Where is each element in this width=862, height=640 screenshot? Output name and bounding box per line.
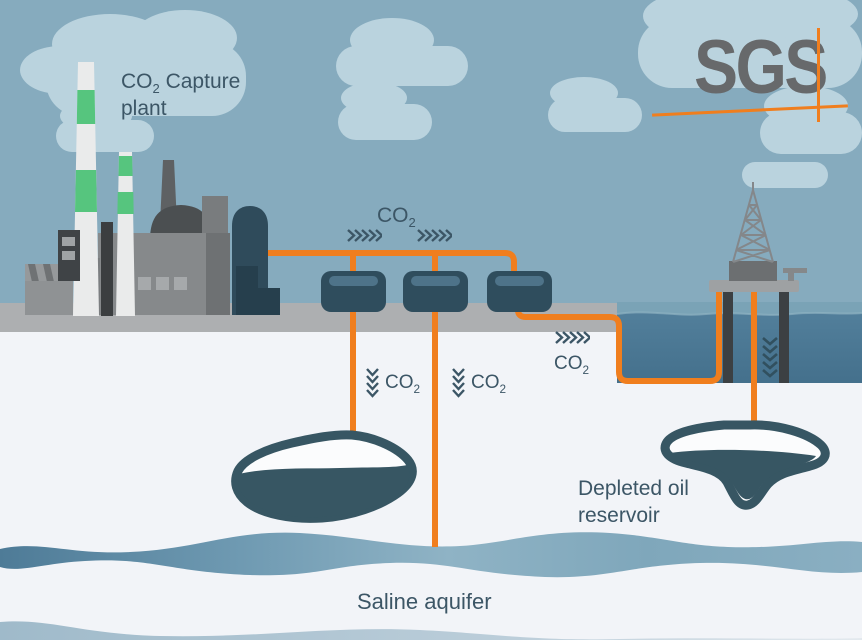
pipeline-trunk	[253, 250, 517, 272]
smokestack-stripe	[75, 170, 97, 212]
rig-derrick	[732, 182, 774, 263]
co2-flow-right-icon	[346, 229, 384, 247]
plant-main-building-side	[206, 233, 230, 315]
offshore-rig	[709, 182, 807, 383]
cooling-tower	[150, 205, 212, 240]
pipeline-to-offshore	[515, 290, 722, 384]
co2-storage-tanks	[321, 271, 552, 312]
window-tower-window	[62, 251, 75, 260]
depleted-line1: Depleted oil	[578, 477, 689, 500]
co2-flow-down-sea-icon	[762, 337, 778, 378]
capture-plant	[25, 62, 280, 316]
storage-tank	[487, 271, 552, 312]
label-co2-injection-mid: CO2	[452, 367, 506, 406]
warehouse-roof-stripe	[28, 264, 39, 282]
cloud-icon	[20, 10, 246, 116]
label-co2-capture-plant: CO2 Capture plant	[121, 68, 240, 122]
smokestack-short	[116, 152, 135, 316]
warehouse	[25, 281, 73, 315]
depleted-oil-reservoir-shape	[660, 420, 830, 510]
co2-label: CO2	[554, 353, 590, 377]
smokestack-stripe	[118, 156, 133, 176]
plant-thin-chimney	[101, 222, 113, 316]
rig-crane-post	[788, 273, 794, 281]
plant-window	[174, 277, 187, 290]
label-depleted-oil-reservoir: Depleted oil reservoir	[578, 475, 689, 529]
window-tower-window	[62, 237, 75, 246]
co2-flow-right-icon	[416, 229, 454, 247]
rig-leg	[779, 291, 789, 383]
rig-cabin	[729, 261, 777, 281]
warehouse-roof-stripe	[43, 264, 54, 282]
co2-label: CO2	[471, 372, 507, 396]
cloud-icon	[338, 82, 432, 140]
cloud-icon	[638, 0, 862, 88]
label-co2-injection-left: CO2	[366, 367, 420, 406]
smokestack-stripe	[117, 192, 134, 214]
co2-flow-down-icon	[452, 367, 465, 406]
co2-label: CO2	[385, 372, 421, 396]
label-co2-pipeline: CO2	[377, 204, 416, 231]
cloud-icon	[336, 18, 468, 86]
co2-flow-right-icon	[554, 331, 592, 349]
sgs-logo-vertical-line	[817, 28, 820, 122]
plant-window	[156, 277, 169, 290]
smokestack-stripe	[76, 90, 96, 124]
rig-deck	[709, 280, 799, 292]
cloud-icon	[742, 162, 828, 188]
plant-dark-base	[236, 266, 280, 315]
capture-line1: CO2 Capture	[121, 70, 241, 97]
cloud-icon	[760, 86, 862, 154]
sgs-logo-text: SGS	[694, 25, 828, 110]
co2-flow-down-icon	[366, 367, 379, 406]
depleted-line2: reservoir	[578, 504, 660, 527]
label-co2-to-sea: CO2	[554, 331, 592, 377]
plant-main-building	[98, 233, 206, 315]
cloud-icon	[548, 77, 642, 132]
saline-aquifer-band	[0, 532, 862, 578]
rig-crane-arm	[783, 268, 807, 273]
capture-line2: plant	[121, 97, 167, 120]
storage-tank	[321, 271, 386, 312]
sea	[616, 302, 862, 383]
bottom-layer-band	[0, 621, 862, 640]
saline-reservoir-left	[231, 430, 417, 523]
plant-window	[138, 277, 151, 290]
rig-leg	[723, 291, 733, 383]
storage-tank	[403, 271, 468, 312]
label-saline-aquifer: Saline aquifer	[357, 589, 492, 614]
